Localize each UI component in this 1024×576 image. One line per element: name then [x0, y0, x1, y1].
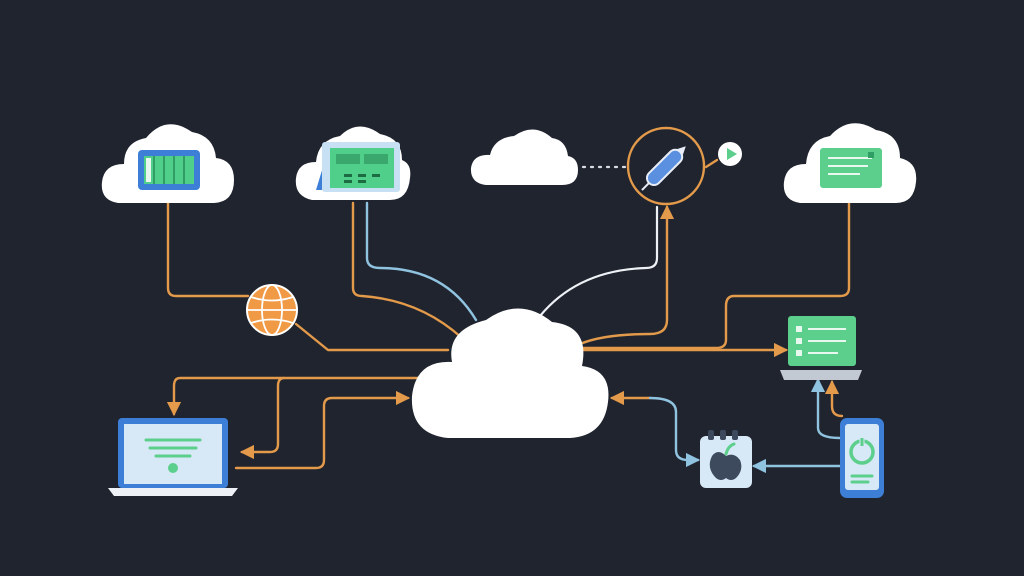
- apple-icon: [709, 442, 742, 480]
- smartphone[interactable]: [840, 418, 884, 498]
- globe-icon[interactable]: [246, 284, 298, 336]
- link-pen-orange[interactable]: [578, 204, 675, 346]
- play-node[interactable]: [718, 142, 742, 166]
- server-rack-icon: [138, 150, 200, 190]
- link-app-upstream: [648, 396, 701, 468]
- link-globe-to-center: [294, 322, 450, 352]
- document-lines-icon: [796, 326, 846, 356]
- link-document-cloud-to-center: [576, 201, 851, 350]
- laptop-left[interactable]: [108, 418, 238, 496]
- document-lines-icon: [820, 148, 882, 188]
- play-icon: [727, 148, 737, 160]
- link-center-to-laptop-left: [166, 376, 420, 417]
- link-pen-to-play: [704, 158, 719, 169]
- pen-icon: [641, 146, 686, 191]
- wifi-icon: [144, 438, 202, 473]
- link-spreadsheet-orange: [351, 201, 464, 340]
- spreadsheet-icon: [316, 142, 400, 192]
- central-cloud-icon[interactable]: [411, 308, 609, 438]
- link-spreadsheet-blue: [365, 201, 478, 322]
- link-laptop-left-upstream: [234, 390, 411, 470]
- spreadsheet-cloud[interactable]: [295, 126, 411, 200]
- connection-lines: [166, 158, 851, 474]
- app-tile[interactable]: [700, 430, 752, 488]
- power-icon: [849, 436, 875, 465]
- link-phone-to-laptop-right-blue: [810, 377, 842, 440]
- plain-cloud-icon[interactable]: [470, 129, 578, 185]
- pen-tool-node[interactable]: [626, 126, 706, 206]
- link-phone-to-laptop-right-orange: [824, 379, 844, 418]
- link-storage-to-globe: [166, 201, 250, 298]
- storage-cloud[interactable]: [101, 124, 234, 203]
- link-laptop-left-branch: [239, 376, 286, 460]
- link-pen-white: [538, 205, 659, 318]
- document-cloud[interactable]: [783, 123, 917, 203]
- laptop-right[interactable]: [780, 316, 862, 380]
